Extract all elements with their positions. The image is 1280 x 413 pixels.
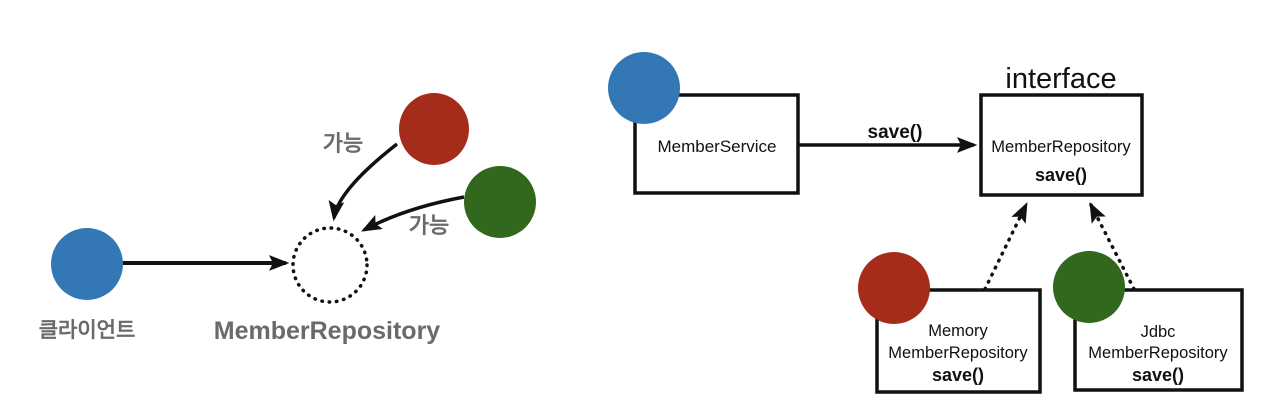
green-impl-circle bbox=[464, 166, 536, 238]
red-impl-arrow bbox=[334, 142, 399, 218]
client-label: 클라이언트 bbox=[39, 319, 136, 342]
memory-repository-line2: MemberRepository bbox=[888, 344, 1028, 362]
jdbc-impl-circle bbox=[1053, 251, 1125, 323]
jdbc-impl-arrow bbox=[1089, 205, 1136, 291]
save-arrow-label: save() bbox=[868, 122, 923, 143]
repo-label: MemberRepository bbox=[214, 317, 441, 345]
member-repository-label: MemberRepository bbox=[991, 138, 1131, 156]
interface-title: interface bbox=[1005, 63, 1116, 95]
service-circle bbox=[608, 52, 680, 124]
jdbc-repository-line1: Jdbc bbox=[1141, 323, 1176, 341]
memory-impl-arrow bbox=[983, 205, 1028, 291]
possible-label-bottom: 가능 bbox=[409, 213, 449, 238]
right-diagram: interface MemberService save() MemberRep… bbox=[608, 52, 1244, 394]
client-circle bbox=[51, 228, 123, 300]
memory-repository-save-label: save() bbox=[932, 365, 984, 385]
possible-label-top: 가능 bbox=[323, 131, 363, 156]
repo-placeholder-circle bbox=[291, 226, 369, 304]
jdbc-repository-save-label: save() bbox=[1132, 365, 1184, 385]
green-impl-arrow bbox=[364, 195, 465, 230]
member-repository-save-label: save() bbox=[1035, 165, 1087, 185]
member-service-label: MemberService bbox=[657, 137, 776, 156]
jdbc-repository-line2: MemberRepository bbox=[1088, 344, 1228, 362]
member-repository-box bbox=[979, 93, 1144, 197]
memory-impl-circle bbox=[858, 252, 930, 324]
left-diagram: 가능 가능 클라이언트 MemberRepository bbox=[39, 93, 536, 345]
red-impl-circle bbox=[399, 93, 469, 165]
memory-repository-line1: Memory bbox=[928, 322, 988, 340]
